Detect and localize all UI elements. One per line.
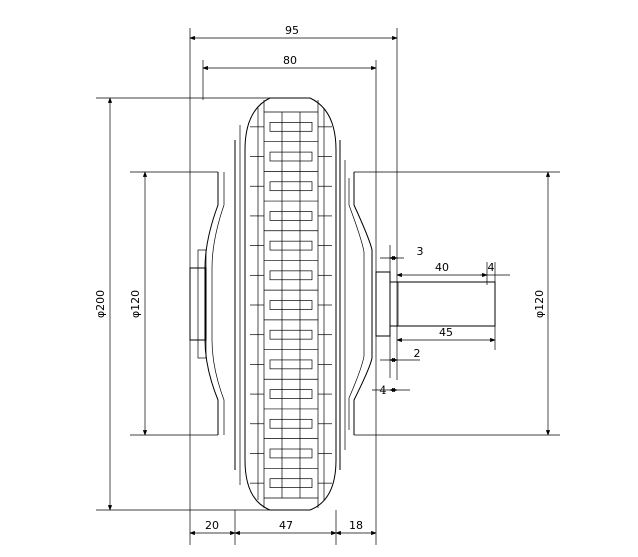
tread-block xyxy=(269,329,313,340)
dim-shaft-length-bottom: 45 xyxy=(439,326,453,339)
tread-block xyxy=(269,359,313,370)
tread-block xyxy=(269,418,313,429)
left-hub-inner xyxy=(211,172,225,435)
tread-block xyxy=(269,122,313,132)
tread-block xyxy=(269,448,313,459)
tread-block xyxy=(269,181,313,192)
dim-flange-diameter-right: φ120 xyxy=(533,290,546,318)
dim-left-hub-width: 20 xyxy=(205,519,219,532)
dim-inner-width: 80 xyxy=(283,54,297,67)
shaft xyxy=(389,281,496,327)
tire-outline xyxy=(244,97,337,511)
left-boss-inner xyxy=(197,249,207,359)
dim-overall-width: 95 xyxy=(285,24,299,37)
right-hub-inner xyxy=(348,178,365,430)
dim-hub-diameter: φ200 xyxy=(94,290,107,318)
tread-block xyxy=(269,270,313,281)
tread-pattern xyxy=(250,111,332,499)
dim-shaft-length-top: 40 xyxy=(435,261,449,274)
tire-inner xyxy=(257,108,325,500)
dimension-labels: 95 80 φ200 φ120 φ120 3 40 4 45 2 4 20 47… xyxy=(94,24,546,532)
tread-block xyxy=(269,211,313,221)
dim-shaft-gap-top: 3 xyxy=(417,245,424,258)
tread-block xyxy=(269,151,313,162)
tread-block xyxy=(269,240,313,251)
tread-block xyxy=(269,478,313,488)
wheel-body xyxy=(189,97,496,511)
right-hub-shell xyxy=(353,172,373,435)
right-boss xyxy=(375,271,391,337)
dimension-lines xyxy=(107,35,551,536)
left-hub-shell xyxy=(204,172,219,435)
dim-shaft-end-top: 4 xyxy=(488,261,495,274)
dim-tire-width: 47 xyxy=(279,519,293,532)
tread-block xyxy=(269,300,313,310)
extension-lines xyxy=(96,28,560,545)
dim-flange-diameter-left: φ120 xyxy=(129,290,142,318)
dim-shaft-gap-bottom: 2 xyxy=(414,347,421,360)
tread-block xyxy=(269,389,313,399)
dim-shaft-offset: 4 xyxy=(380,384,387,397)
dim-right-hub-width: 18 xyxy=(349,519,363,532)
